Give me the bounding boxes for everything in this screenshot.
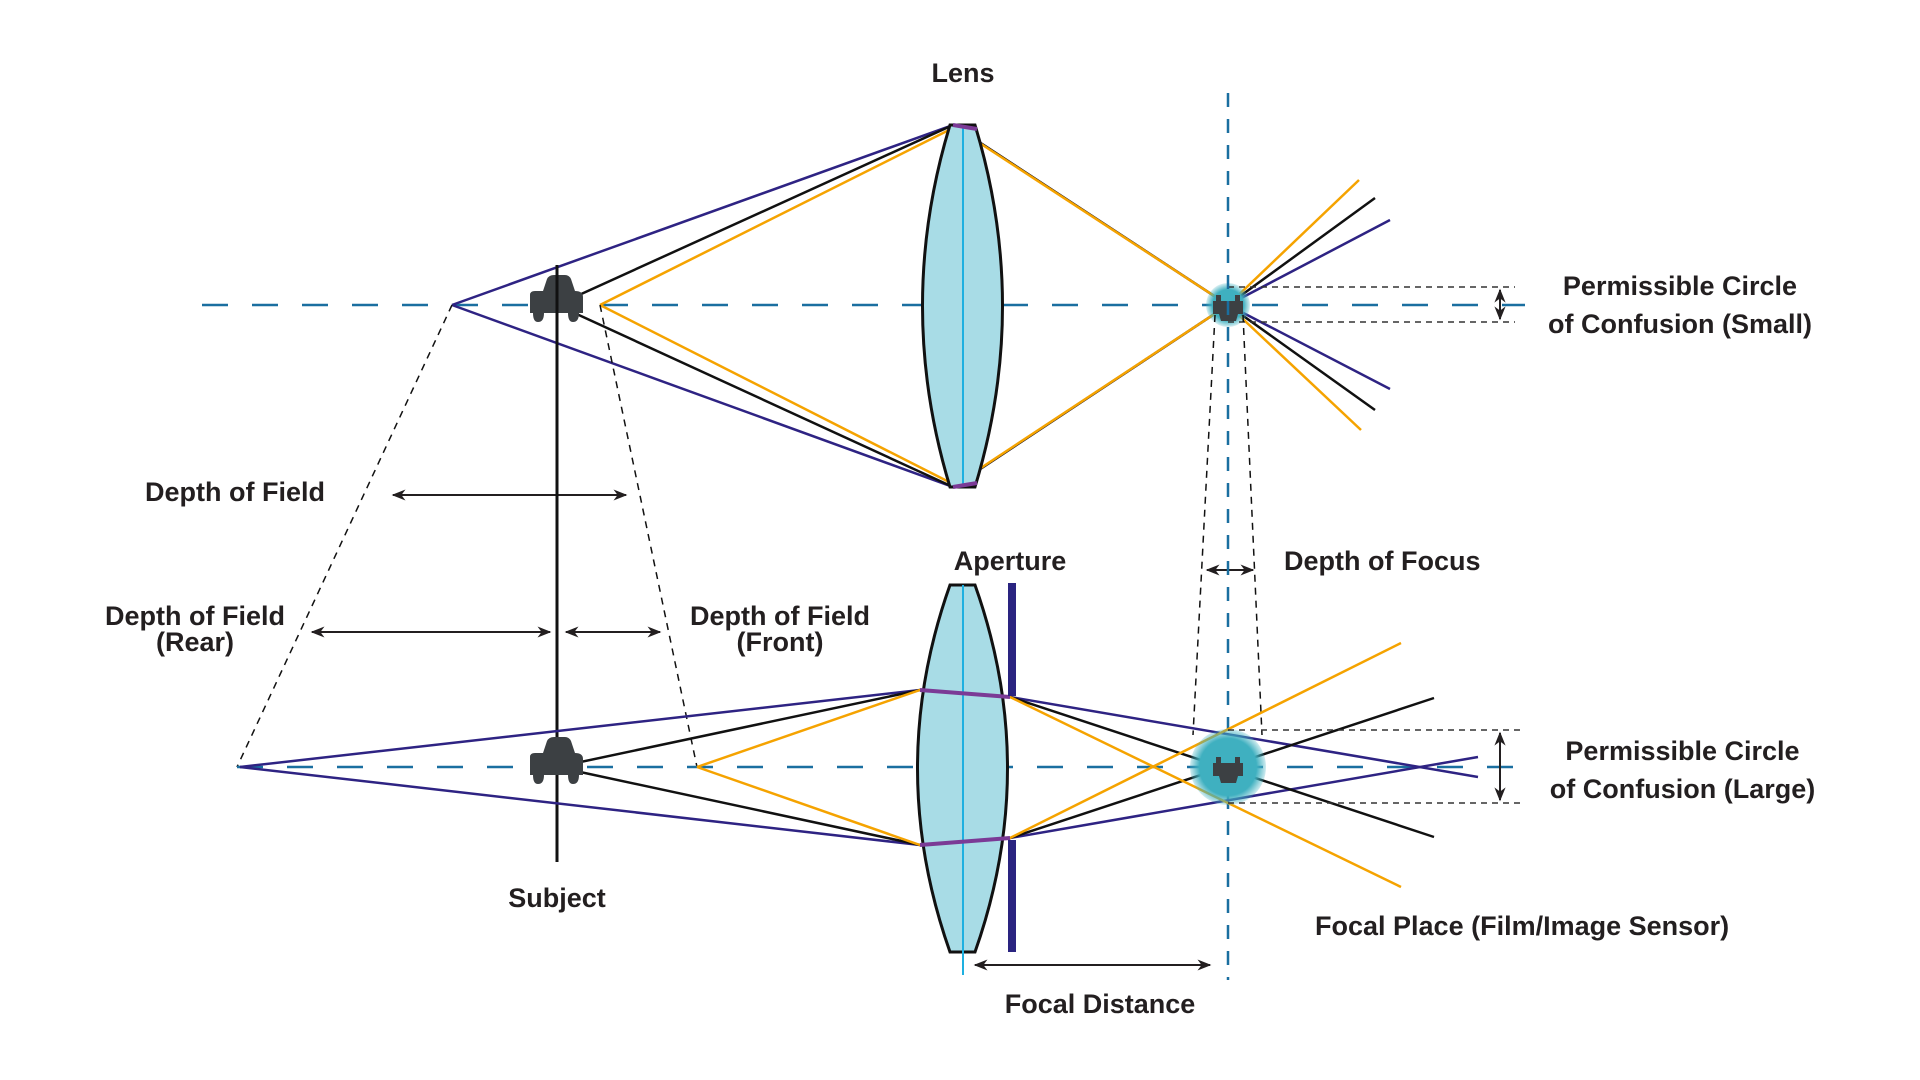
rays-front-upper — [599, 125, 1362, 487]
dof-rear-label-line1: Depth of Field — [105, 601, 285, 631]
coc-large-label: Permissible Circle of Confusion (Large) — [1530, 735, 1835, 805]
coc-small-label: Permissible Circle of Confusion (Small) — [1530, 270, 1830, 340]
coc-small-line1: Permissible Circle — [1562, 271, 1798, 301]
rays-front-lower — [696, 641, 1402, 889]
aperture-label: Aperture — [953, 546, 1067, 576]
aperture-blades — [1008, 583, 1016, 952]
lens-label: Lens — [931, 58, 995, 88]
coc-large-bracket — [1228, 729, 1522, 804]
focal-distance-label: Focal Distance — [1004, 989, 1196, 1019]
subject-label: Subject — [508, 883, 606, 913]
lens-upper — [921, 123, 1004, 489]
image-point-large — [1190, 729, 1266, 805]
depth-of-focus-label: Depth of Focus — [1284, 546, 1481, 576]
depth-of-focus-bounds — [1192, 314, 1263, 736]
dof-rear-label-line2: (Rear) — [155, 627, 235, 657]
focal-plane-label: Focal Place (Film/Image Sensor) — [1315, 911, 1730, 941]
lens-lower — [916, 583, 1011, 975]
coc-small-line2: of Confusion (Small) — [1548, 309, 1812, 339]
lower-diagram — [237, 583, 1525, 975]
dof-front-label-line2: (Front) — [736, 627, 824, 657]
dof-rear-label: Depth of Field (Rear) — [80, 600, 310, 658]
coc-large-line2: of Confusion (Large) — [1549, 774, 1816, 804]
dof-projection-lines — [236, 304, 698, 768]
car-icon — [530, 737, 583, 784]
depth-of-field-label: Depth of Field — [145, 477, 325, 507]
upper-diagram — [202, 123, 1525, 736]
dof-front-label: Depth of Field (Front) — [665, 600, 895, 658]
coc-large-line1: Permissible Circle — [1565, 736, 1800, 766]
coc-small-bracket — [1228, 286, 1515, 323]
dof-front-label-line1: Depth of Field — [690, 601, 870, 631]
